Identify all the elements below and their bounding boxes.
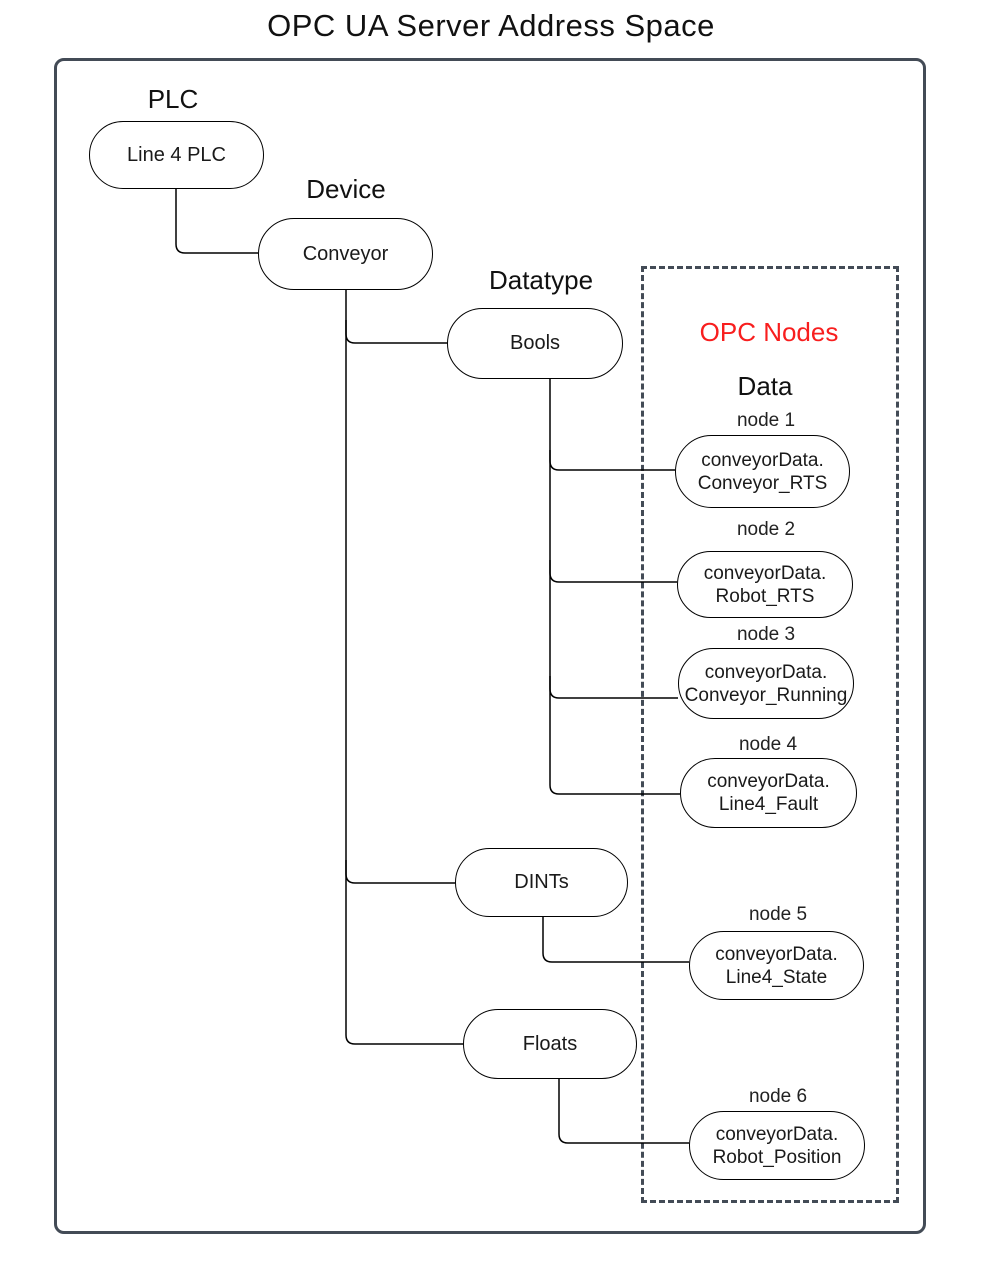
node-floats: Floats <box>463 1009 637 1079</box>
opc-node6: conveyorData. Robot_Position <box>689 1111 865 1180</box>
opc-node3-line2: Conveyor_Running <box>684 684 848 706</box>
opc-node5-label: node 5 <box>748 904 808 925</box>
datatype-category-label: Datatype <box>488 265 594 295</box>
plc-category-label: PLC <box>147 84 199 114</box>
opc-node3-label: node 3 <box>736 624 796 645</box>
opc-node1-line2: Conveyor_RTS <box>697 472 828 494</box>
data-category-label: Data <box>737 371 793 401</box>
opc-node1-label: node 1 <box>736 410 796 431</box>
opc-node4-line2: Line4_Fault <box>718 794 819 815</box>
device-category-label: Device <box>306 174 386 204</box>
opc-node1-line1: conveyorData. <box>701 449 824 471</box>
node-conveyor: Conveyor <box>258 218 433 290</box>
opc-nodes-category-label: OPC Nodes <box>699 317 839 347</box>
node-line4-plc-text: Line 4 PLC <box>127 143 226 166</box>
opc-node2-label: node 2 <box>736 519 796 540</box>
opc-node6-label: node 6 <box>748 1086 808 1107</box>
opc-node5-line2: Line4_State <box>725 966 828 988</box>
opc-node2-line2: Robot_RTS <box>715 585 815 607</box>
opc-node2-line1: conveyorData. <box>703 562 827 584</box>
opc-node6-line1: conveyorData. <box>715 1123 839 1145</box>
node-floats-text: Floats <box>522 1032 578 1055</box>
opc-node4-line1: conveyorData. <box>707 771 830 792</box>
node-line4-plc: Line 4 PLC <box>89 121 264 189</box>
address-space-frame <box>54 58 926 1234</box>
node-conveyor-text: Conveyor <box>302 242 389 265</box>
opc-node4-label: node 4 <box>738 734 798 755</box>
opc-node3: conveyorData. Conveyor_Running <box>678 648 854 719</box>
node-dints-text: DINTs <box>514 871 569 893</box>
opc-node6-line2: Robot_Position <box>712 1146 842 1168</box>
opc-node3-line1: conveyorData. <box>704 661 828 683</box>
node-bools-text: Bools <box>509 332 561 354</box>
opc-node2: conveyorData. Robot_RTS <box>677 551 853 618</box>
node-dints: DINTs <box>455 848 628 917</box>
node-bools: Bools <box>447 308 623 379</box>
opc-node1: conveyorData. Conveyor_RTS <box>675 435 850 508</box>
diagram-title: OPC UA Server Address Space <box>267 8 715 43</box>
opc-node5: conveyorData. Line4_State <box>689 931 864 1000</box>
opc-node4: conveyorData. Line4_Fault <box>680 758 857 828</box>
opc-node5-line1: conveyorData. <box>715 943 838 965</box>
